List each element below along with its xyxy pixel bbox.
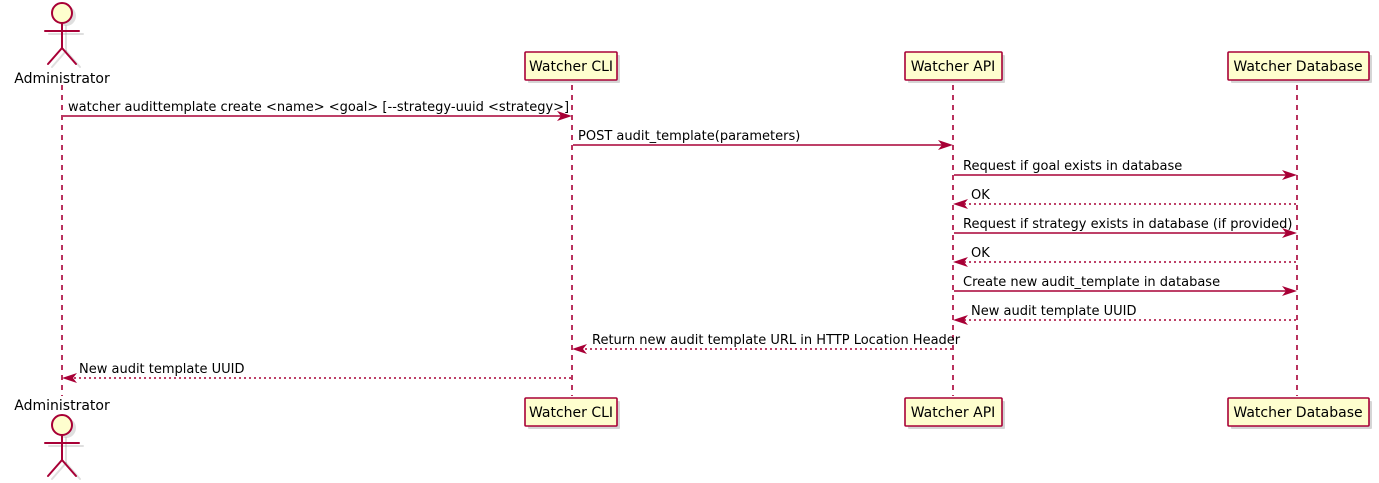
message-label-5: Request if strategy exists in database (… <box>963 217 1292 232</box>
participant-box[interactable] <box>524 51 618 81</box>
arrowhead-right <box>557 111 572 121</box>
lifelines <box>61 85 1298 396</box>
actor-label-administrator-bottom: Administrator <box>14 398 110 414</box>
actor-leg-left-line <box>47 459 63 477</box>
arrowhead-left <box>572 344 587 354</box>
participant-box[interactable] <box>904 51 1003 81</box>
message-label-1: watcher audittemplate create <name> <goa… <box>68 100 569 115</box>
participant-label-watcher-cli-top: Watcher CLI <box>529 59 613 75</box>
actor-leg-right-shadow <box>65 462 81 480</box>
actor-head-icon <box>51 2 73 24</box>
participant-box[interactable] <box>524 397 618 427</box>
message-label-7: Create new audit_template in database <box>963 275 1220 290</box>
message-3: Request if goal exists in database <box>954 159 1297 180</box>
message-label-9: Return new audit template URL in HTTP Lo… <box>592 333 961 348</box>
participant-label-watcher-database-top: Watcher Database <box>1233 59 1362 75</box>
participant-box[interactable] <box>904 397 1003 427</box>
arrowhead-right <box>938 140 953 150</box>
participant-box[interactable] <box>1227 51 1370 81</box>
message-label-2: POST audit_template(parameters) <box>578 129 800 144</box>
actor-administrator-top[interactable]: Administrator <box>14 2 110 87</box>
participant-box[interactable] <box>1227 397 1370 427</box>
arrowhead-right <box>1282 170 1297 180</box>
message-label-10: New audit template UUID <box>79 362 244 377</box>
arrowhead-right <box>1282 286 1297 296</box>
participant-watcher-api-bottom[interactable]: Watcher API <box>904 397 1005 429</box>
participant-label-watcher-api-bottom: Watcher API <box>911 405 996 421</box>
participant-watcher-cli-bottom[interactable]: Watcher CLI <box>524 397 620 429</box>
message-4: OK <box>953 188 1296 209</box>
message-8: New audit template UUID <box>953 304 1296 325</box>
participant-label-watcher-database-bottom: Watcher Database <box>1233 405 1362 421</box>
participant-watcher-database-top[interactable]: Watcher Database <box>1227 51 1372 83</box>
arrowhead-right <box>1282 228 1297 238</box>
participant-watcher-cli-top[interactable]: Watcher CLI <box>524 51 620 83</box>
arrowhead-left <box>953 257 968 267</box>
actor-label-administrator-top: Administrator <box>14 71 110 87</box>
actor-leg-right-line <box>61 47 77 65</box>
actor-leg-left-line <box>47 47 63 65</box>
participant-label-watcher-api-top: Watcher API <box>911 59 996 75</box>
arrowhead-left <box>953 199 968 209</box>
message-label-3: Request if goal exists in database <box>963 159 1182 174</box>
message-6: OK <box>953 246 1296 267</box>
participant-watcher-api-top[interactable]: Watcher API <box>904 51 1005 83</box>
actor-leg-right-shadow <box>65 50 81 68</box>
message-1: watcher audittemplate create <name> <goa… <box>63 100 572 121</box>
actor-leg-right-line <box>61 459 77 477</box>
arrowhead-left <box>953 315 968 325</box>
message-7: Create new audit_template in database <box>954 275 1297 296</box>
participant-watcher-database-bottom[interactable]: Watcher Database <box>1227 397 1372 429</box>
message-2: POST audit_template(parameters) <box>573 129 953 150</box>
actor-administrator-bottom[interactable]: Administrator <box>14 398 110 480</box>
actor-head-icon <box>51 414 73 436</box>
message-label-8: New audit template UUID <box>971 304 1136 319</box>
message-9: Return new audit template URL in HTTP Lo… <box>572 333 961 354</box>
actor-leg-left-shadow <box>51 462 67 480</box>
message-label-6: OK <box>971 246 990 261</box>
message-label-4: OK <box>971 188 990 203</box>
participant-label-watcher-cli-bottom: Watcher CLI <box>529 405 613 421</box>
message-10: New audit template UUID <box>62 362 571 383</box>
message-5: Request if strategy exists in database (… <box>954 217 1297 238</box>
arrowhead-left <box>62 373 77 383</box>
actor-leg-left-shadow <box>51 50 67 68</box>
